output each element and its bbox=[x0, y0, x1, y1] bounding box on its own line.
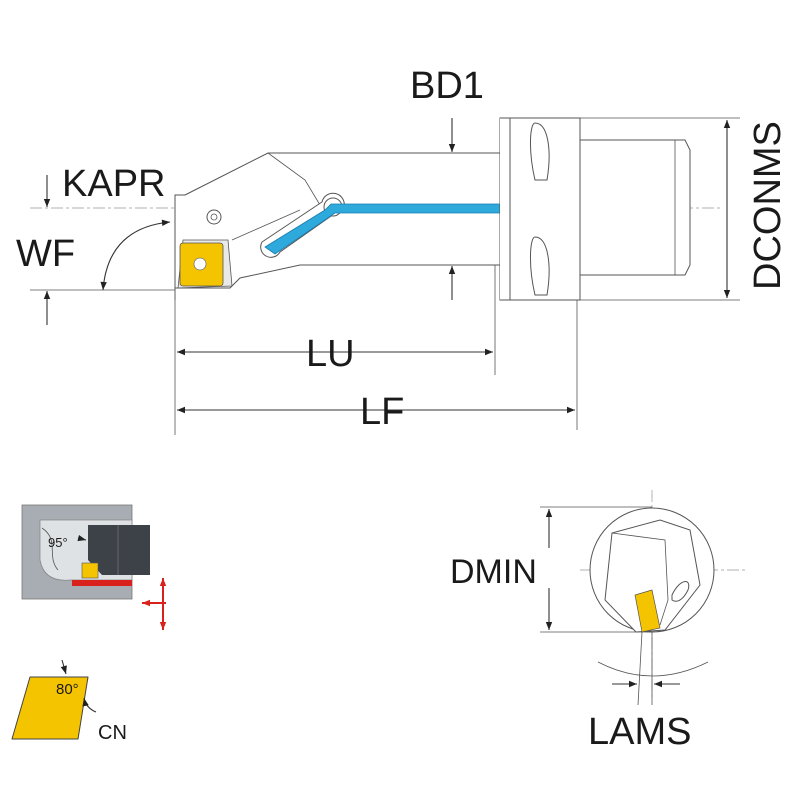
cn-angle-arrow-top bbox=[60, 659, 67, 675]
label-lu: LU bbox=[306, 333, 355, 375]
dmin-label-bg bbox=[448, 548, 552, 588]
front-lever bbox=[671, 581, 690, 602]
label-lf: LF bbox=[360, 391, 404, 433]
label-cn: CN bbox=[98, 722, 127, 744]
label-80-degree: 80° bbox=[56, 681, 79, 698]
front-insert bbox=[634, 589, 661, 633]
ext-lams-left bbox=[637, 631, 643, 706]
boring-illustration: 95° bbox=[21, 504, 167, 630]
cn-angle-arrow-side bbox=[82, 697, 97, 713]
front-head bbox=[604, 519, 701, 633]
flange-slot-bottom bbox=[530, 236, 550, 296]
label-bd1: BD1 bbox=[410, 65, 484, 107]
insert-shape-cn: 80° CN bbox=[11, 659, 127, 744]
shank-cylinder bbox=[579, 139, 691, 276]
side-view: BD1 KAPR WF LU LF DCONMS bbox=[16, 65, 789, 435]
flange-slot-top bbox=[530, 122, 550, 181]
kapr-arc bbox=[100, 219, 171, 291]
front-view: DMIN LAMS bbox=[448, 490, 745, 753]
label-kapr: KAPR bbox=[62, 163, 165, 205]
clamp-edge bbox=[231, 209, 301, 241]
label-dconms: DCONMS bbox=[747, 121, 789, 290]
screw-icon bbox=[206, 209, 222, 225]
head-edge bbox=[267, 152, 321, 206]
label-dmin: DMIN bbox=[450, 553, 537, 591]
screw-center bbox=[210, 213, 218, 221]
lams-arc bbox=[597, 661, 709, 677]
front-edge bbox=[611, 532, 669, 626]
label-lams: LAMS bbox=[588, 711, 691, 753]
insert-hole bbox=[193, 257, 207, 271]
flange-ring bbox=[500, 117, 511, 301]
boring-bar bbox=[88, 525, 150, 575]
angle-95-arrow bbox=[77, 534, 87, 542]
cn-insert-rhombus bbox=[11, 676, 89, 740]
label-95-degree: 95° bbox=[48, 535, 68, 550]
bore-contour bbox=[41, 527, 59, 571]
small-insert bbox=[81, 562, 99, 579]
label-wf: WF bbox=[16, 233, 75, 275]
cut-direction-bar bbox=[72, 580, 132, 586]
